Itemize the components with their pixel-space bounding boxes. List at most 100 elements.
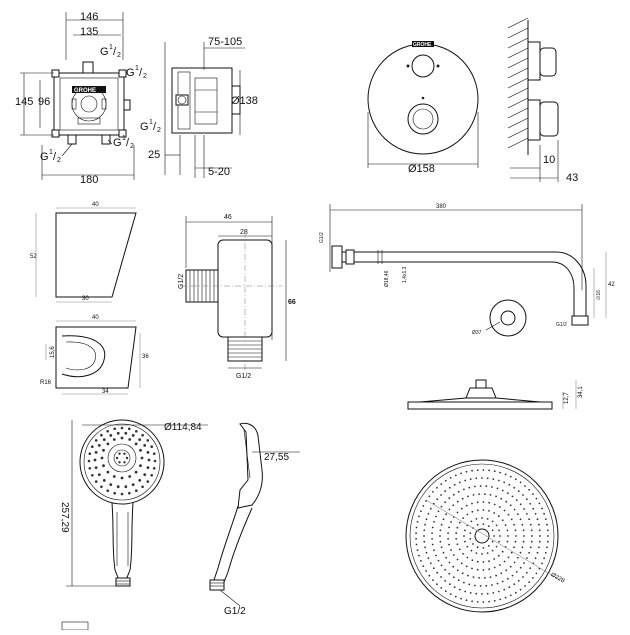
head-nozzle <box>506 540 509 543</box>
head-nozzle <box>432 567 435 570</box>
head-nozzle <box>509 565 512 568</box>
head-nozzle <box>543 512 545 515</box>
head-nozzle <box>536 551 539 554</box>
head-nozzle <box>448 561 451 564</box>
head-nozzle <box>476 568 479 571</box>
head-nozzle <box>456 500 459 503</box>
head-nozzle <box>524 585 526 587</box>
head-nozzle <box>529 523 532 526</box>
head-nozzle <box>416 549 419 551</box>
head-nozzle <box>456 543 459 546</box>
head-nozzle <box>454 474 457 477</box>
head-nozzle <box>522 576 524 578</box>
head-nozzle <box>530 529 533 532</box>
head-nozzle <box>498 506 501 508</box>
hand-nozzle <box>120 476 124 480</box>
head-nozzle <box>439 540 442 543</box>
head-nozzle <box>489 494 492 496</box>
head-nozzle <box>517 513 519 516</box>
head-nozzle <box>439 535 441 537</box>
hand-nozzle <box>120 492 124 496</box>
head-nozzle <box>482 569 485 571</box>
head-nozzle <box>464 540 466 543</box>
head-nozzle <box>437 559 440 562</box>
hand-nozzle <box>109 483 113 486</box>
head-nozzle <box>535 572 538 575</box>
head-nozzle <box>487 525 490 527</box>
hand-nozzle <box>128 475 132 478</box>
valve-body-front-view: 146 135 G 1 / 2 G 1 / 2 GROHE <box>15 11 147 186</box>
head-nozzle <box>517 579 520 582</box>
head-nozzle <box>488 600 490 603</box>
shower-arm-view: 380 G1/2 Ø18,46 1,4x1,3 42 ∅16 G1/2 Ø37 <box>319 204 615 337</box>
head-nozzle <box>450 521 452 523</box>
dim-25: 25 <box>148 149 160 161</box>
head-nozzle <box>422 505 425 507</box>
head-nozzle <box>474 485 476 488</box>
head-nozzle <box>503 509 506 512</box>
head-nozzle <box>495 495 497 498</box>
dim-outlet-base: 30 <box>82 296 89 302</box>
hand-nozzle <box>123 461 126 464</box>
head-nozzle <box>445 556 447 559</box>
head-nozzle <box>476 560 479 563</box>
hand-nozzle <box>135 430 138 433</box>
head-nozzle <box>448 497 451 500</box>
hand-nozzle <box>152 467 156 470</box>
head-nozzle <box>420 510 422 512</box>
head-nozzle <box>497 590 500 593</box>
elbow-port-left: G1/2 <box>178 274 185 289</box>
head-nozzle <box>506 529 509 532</box>
head-nozzle <box>448 572 451 575</box>
hand-nozzle <box>100 456 104 460</box>
head-nozzle <box>482 561 485 563</box>
head-nozzle <box>519 588 522 591</box>
head-nozzle <box>449 593 452 595</box>
hand-nozzle <box>116 431 120 435</box>
head-nozzle <box>491 486 493 488</box>
head-nozzle <box>547 535 549 537</box>
hand-nozzle <box>88 467 92 470</box>
dim-holder-radius: R16 <box>40 380 52 386</box>
head-nozzle <box>530 540 533 543</box>
svg-text:1: 1 <box>122 135 126 142</box>
head-nozzle <box>447 538 449 540</box>
head-nozzle <box>507 556 510 559</box>
head-nozzle <box>546 529 549 532</box>
dim-height-inner: 96 <box>38 96 50 108</box>
svg-text:/: / <box>139 67 143 79</box>
head-nozzle <box>422 565 425 567</box>
head-nozzle <box>513 546 515 549</box>
port-bottom-right-label: G <box>113 137 122 149</box>
hand-nozzle <box>124 485 128 489</box>
head-nozzle <box>504 473 507 476</box>
svg-text:2: 2 <box>143 73 147 80</box>
dim-hand-shower-dia: Ø114,84 <box>164 422 202 433</box>
head-nozzle <box>453 483 456 486</box>
dim-outlet-width: 40 <box>92 202 99 208</box>
head-nozzle <box>514 591 517 594</box>
port-side-label: G <box>126 67 135 79</box>
head-nozzle <box>423 529 426 532</box>
head-nozzle <box>475 592 478 595</box>
head-nozzle <box>455 532 458 535</box>
head-nozzle <box>495 545 498 548</box>
hand-nozzle <box>102 438 106 441</box>
head-nozzle <box>488 510 490 512</box>
head-nozzle <box>440 523 443 526</box>
hand-nozzle <box>150 474 153 477</box>
hand-nozzle <box>102 464 105 468</box>
svg-text:/: / <box>113 46 117 58</box>
hand-nozzle <box>140 456 144 460</box>
hand-nozzle <box>102 479 106 482</box>
dim-flange-dia: Ø37 <box>472 330 482 336</box>
head-nozzle <box>486 592 489 595</box>
head-nozzle <box>503 481 506 484</box>
head-nozzle <box>482 523 485 525</box>
head-nozzle <box>444 590 447 593</box>
head-nozzle <box>485 485 488 488</box>
hand-nozzle <box>146 451 150 454</box>
hand-nozzle <box>97 473 101 476</box>
hand-nozzle <box>135 489 138 493</box>
head-nozzle <box>457 579 460 582</box>
